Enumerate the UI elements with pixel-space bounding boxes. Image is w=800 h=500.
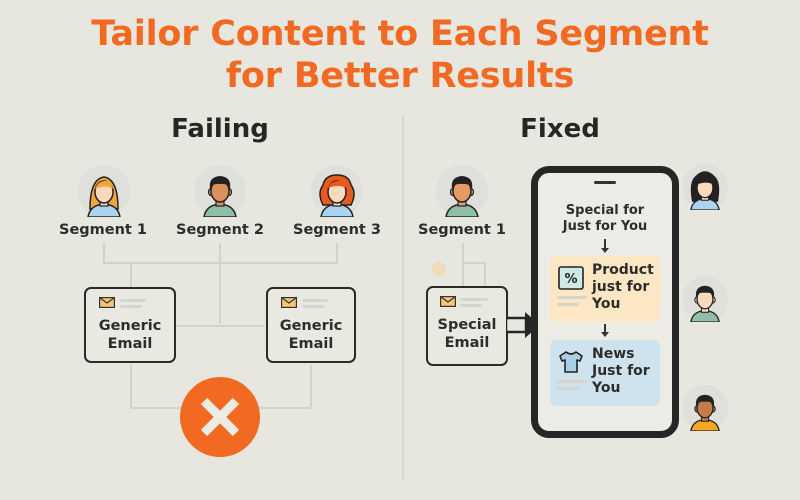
text-placeholder-bar bbox=[460, 304, 482, 307]
email-label: Generic Email bbox=[86, 317, 174, 353]
email-label: Generic Email bbox=[268, 317, 354, 353]
phone-header-line-1: Special for bbox=[565, 203, 645, 218]
segment-1-label: Segment 1 bbox=[59, 222, 147, 238]
side-avatar-3 bbox=[682, 385, 728, 431]
phone-header-line-2: Just for You bbox=[562, 219, 648, 234]
connector-line bbox=[103, 243, 105, 263]
segment-3-avatar bbox=[311, 165, 363, 217]
phone-header: Special for Just for You bbox=[538, 203, 672, 235]
product-card: % Product just for You bbox=[550, 256, 660, 322]
connector-line bbox=[310, 365, 312, 407]
woman-red-curly-avatar-icon bbox=[319, 174, 355, 217]
news-card: News Just for You bbox=[550, 340, 660, 406]
connector-line bbox=[130, 262, 132, 287]
product-card-text: Product just for You bbox=[592, 262, 654, 313]
man-dark-hair-avatar-icon bbox=[445, 176, 479, 217]
x-circle-icon bbox=[200, 397, 240, 437]
envelope-icon bbox=[281, 297, 297, 308]
card-line-1: Product bbox=[592, 262, 654, 278]
connector-line bbox=[462, 243, 464, 287]
man-dark-hair-avatar-icon bbox=[203, 176, 237, 217]
connector-line bbox=[103, 262, 337, 264]
svg-text:%: % bbox=[564, 272, 577, 287]
card-line-2: just for bbox=[592, 279, 650, 295]
connector-line bbox=[130, 365, 132, 407]
text-placeholder-bar bbox=[460, 298, 488, 301]
failure-x-badge bbox=[180, 377, 260, 457]
email-label-line-1: Generic bbox=[279, 318, 343, 334]
woman-blonde-avatar-icon bbox=[87, 176, 121, 217]
email-label-line-2: Email bbox=[444, 335, 490, 351]
arrow-down-icon bbox=[601, 239, 609, 253]
email-label-line-2: Email bbox=[107, 336, 153, 352]
connector-line bbox=[175, 325, 265, 327]
text-placeholder-bar bbox=[120, 299, 146, 302]
segment-1-avatar bbox=[78, 165, 130, 217]
text-placeholder-bar bbox=[557, 296, 587, 299]
failing-heading: Failing bbox=[171, 114, 269, 144]
woman-dark-hair-avatar-icon bbox=[690, 171, 720, 210]
text-placeholder-bar bbox=[120, 305, 142, 308]
card-line-3: You bbox=[592, 296, 621, 312]
segment-2-label: Segment 2 bbox=[176, 222, 264, 238]
title-line-2: for Better Results bbox=[225, 56, 575, 96]
email-label-line-1: Generic bbox=[98, 318, 162, 334]
arrow-down-icon bbox=[601, 324, 609, 337]
percent-tag-icon: % bbox=[558, 266, 584, 290]
envelope-icon bbox=[99, 297, 115, 308]
tshirt-icon bbox=[559, 351, 583, 373]
card-line-3: You bbox=[592, 380, 621, 396]
title-line-1: Tailor Content to Each Segment bbox=[91, 14, 709, 54]
phone-mockup: Special for Just for You % Product just … bbox=[531, 166, 679, 438]
text-placeholder-bar bbox=[302, 305, 324, 308]
envelope-icon bbox=[440, 296, 456, 307]
decorative-dot bbox=[432, 262, 446, 276]
connector-line bbox=[219, 243, 221, 323]
fixed-heading: Fixed bbox=[520, 114, 600, 144]
card-line-2: Just for bbox=[592, 363, 650, 379]
card-line-1: News bbox=[592, 346, 635, 362]
phone-speaker bbox=[594, 181, 616, 184]
side-avatar-2 bbox=[682, 276, 728, 322]
segment-3-label: Segment 3 bbox=[293, 222, 381, 238]
man-brown-avatar-icon bbox=[690, 394, 720, 431]
email-label: Special Email bbox=[428, 316, 506, 352]
man-light-avatar-icon bbox=[690, 285, 720, 322]
email-label-line-2: Email bbox=[288, 336, 334, 352]
fixed-segment-1-avatar bbox=[436, 165, 488, 217]
side-avatar-1 bbox=[682, 164, 728, 210]
section-divider bbox=[402, 116, 404, 480]
text-placeholder-bar bbox=[557, 387, 579, 390]
segment-2-avatar bbox=[194, 165, 246, 217]
news-card-text: News Just for You bbox=[592, 346, 650, 397]
email-label-line-1: Special bbox=[437, 317, 497, 333]
connector-line bbox=[484, 262, 486, 287]
generic-email-card-2: Generic Email bbox=[266, 287, 356, 363]
text-placeholder-bar bbox=[302, 299, 328, 302]
special-email-card: Special Email bbox=[426, 286, 508, 366]
connector-line bbox=[336, 243, 338, 263]
generic-email-card-1: Generic Email bbox=[84, 287, 176, 363]
fixed-segment-1-label: Segment 1 bbox=[418, 222, 506, 238]
text-placeholder-bar bbox=[557, 380, 587, 383]
text-placeholder-bar bbox=[557, 303, 579, 306]
connector-line bbox=[462, 262, 484, 264]
